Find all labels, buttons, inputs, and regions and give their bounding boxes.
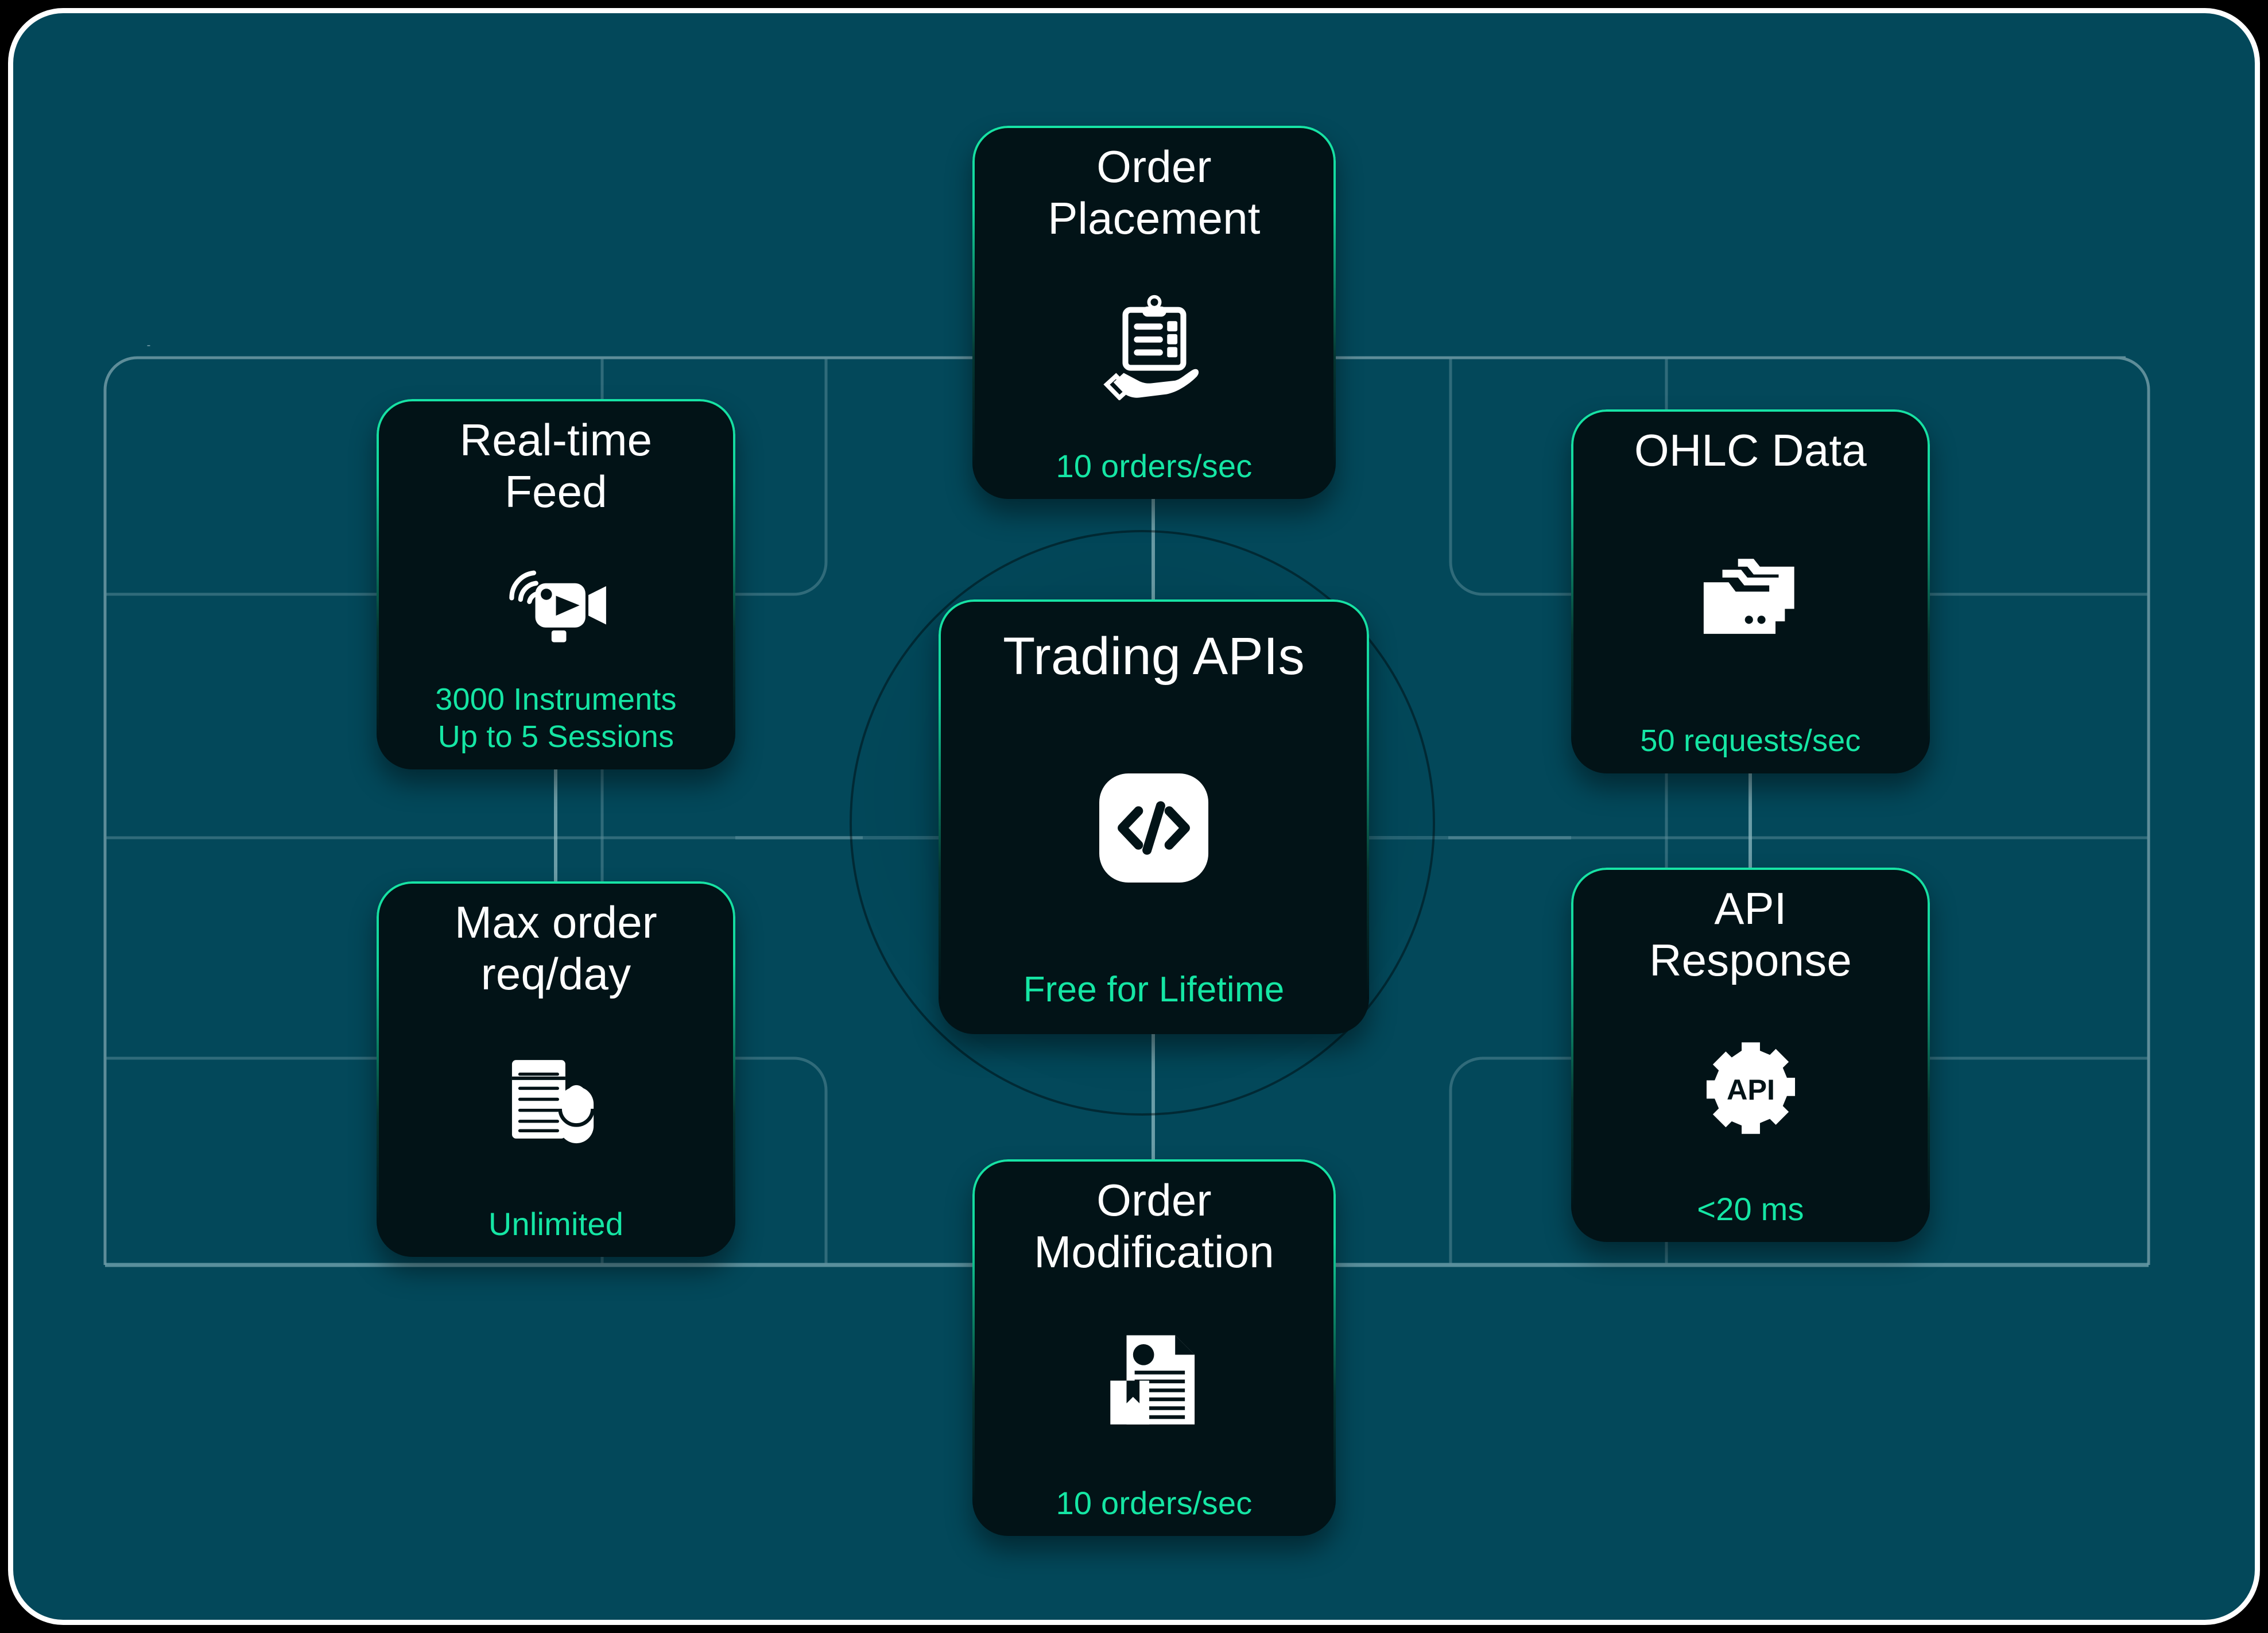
document-with-mouse-icon <box>506 1057 606 1148</box>
folders-stack-icon <box>1697 551 1804 648</box>
node-title: Order Modification <box>1034 1175 1274 1278</box>
node-title: Max order req/day <box>455 897 657 1000</box>
diagram-board: Order Placement 10 orders/sec Real-time <box>8 8 2260 1625</box>
node-value: 10 orders/sec <box>1056 447 1253 484</box>
node-value: 50 requests/sec <box>1640 723 1861 759</box>
node-ohlc-data[interactable]: OHLC Data 50 requests/sec <box>1571 409 1930 773</box>
node-value: 10 orders/sec <box>1056 1484 1253 1521</box>
hub-value: Free for Lifetime <box>1023 969 1285 1009</box>
hub-title: Trading APIs <box>1003 627 1305 686</box>
node-value: 3000 Instruments Up to 5 Sessions <box>435 682 677 754</box>
node-value: <20 ms <box>1697 1190 1804 1227</box>
node-title: Real-time Feed <box>459 415 653 517</box>
node-order-placement[interactable]: Order Placement 10 orders/sec <box>972 126 1336 499</box>
node-title: OHLC Data <box>1634 425 1867 475</box>
node-trading-apis-hub[interactable]: Trading APIs Free for Lifetime <box>939 599 1369 1034</box>
clipboard-on-hand-icon <box>1100 291 1209 400</box>
api-gear-icon: API <box>1702 1039 1800 1137</box>
node-realtime-feed[interactable]: Real-time Feed 3000 Instruments Up to 5 … <box>377 399 735 769</box>
node-order-modification[interactable]: Order Modification 10 orders/sec <box>972 1159 1336 1536</box>
code-brackets-icon <box>1099 773 1208 883</box>
node-title: Order Placement <box>1048 141 1261 244</box>
svg-text:API: API <box>1726 1073 1774 1106</box>
document-bookmark-icon <box>1104 1330 1204 1431</box>
live-video-camera-icon <box>503 554 609 645</box>
node-value: Unlimited <box>488 1205 624 1242</box>
node-api-response[interactable]: API Response API <20 ms <box>1571 868 1930 1242</box>
node-title: API Response <box>1649 883 1852 986</box>
node-max-order-req-day[interactable]: Max order req/day Unlimited <box>377 881 735 1257</box>
